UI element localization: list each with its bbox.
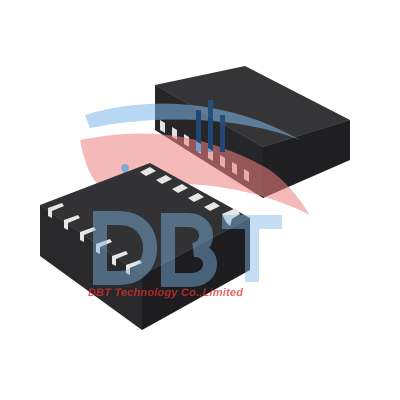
pad <box>156 175 172 184</box>
pad <box>80 227 96 242</box>
letter-b <box>161 213 218 287</box>
watermark-swoosh-blue <box>85 103 300 140</box>
pad <box>140 167 156 176</box>
front-chip-pads-left <box>48 203 142 275</box>
letter-t <box>222 215 282 282</box>
front-chip <box>40 163 250 330</box>
dbt-watermark-letters <box>93 211 282 287</box>
watermark-bars <box>196 100 225 152</box>
pad <box>126 260 142 275</box>
pad <box>48 203 64 218</box>
front-chip-side-right <box>142 218 250 330</box>
letter-d <box>93 211 158 285</box>
pad <box>160 120 165 133</box>
back-chip-top <box>155 66 350 147</box>
pad <box>96 239 112 254</box>
pad <box>64 215 80 230</box>
back-chip-side-right <box>263 120 350 198</box>
pad <box>204 202 220 211</box>
front-chip-top <box>40 163 250 275</box>
front-chip-side-front <box>40 205 142 330</box>
pad <box>222 208 240 226</box>
watermark-caption: DBT Technology Co.,Limited <box>88 287 244 299</box>
watermark-flag-red <box>80 133 310 215</box>
pad <box>112 251 128 266</box>
pad <box>172 184 188 193</box>
pad <box>188 193 204 202</box>
front-chip-pads-back <box>140 167 240 226</box>
